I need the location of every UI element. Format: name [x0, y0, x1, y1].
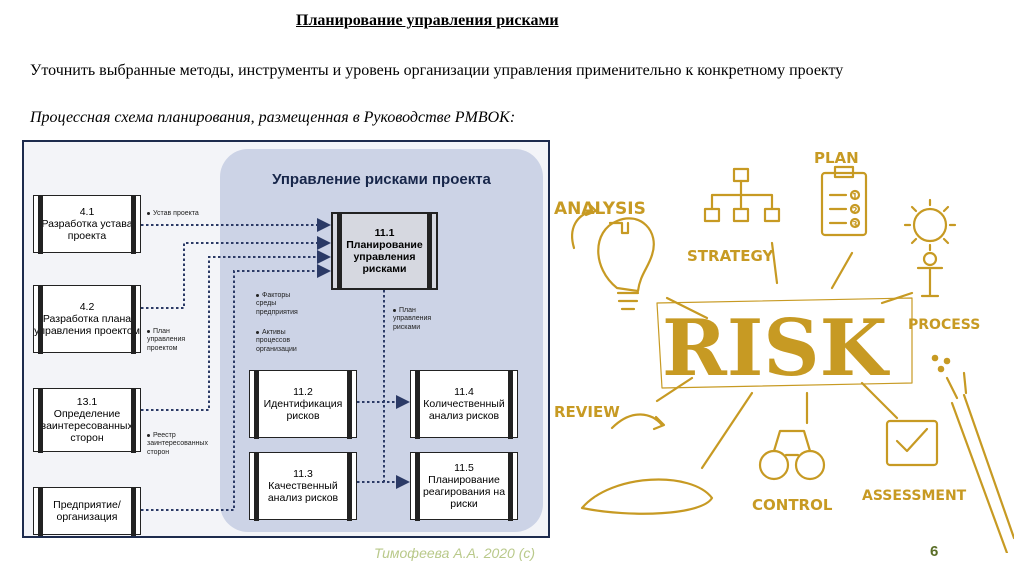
gear-person-icon — [903, 198, 957, 298]
lightbulb-icon — [597, 217, 655, 311]
process-num: 11.5 — [454, 461, 474, 474]
evaluate-swoosh-icon — [580, 478, 714, 515]
flow-label-text: План управления проектом — [147, 328, 186, 352]
process-num: 11.3 — [293, 467, 313, 480]
word-process: PROCESS — [908, 317, 980, 333]
flow-label-text: Активы процессов организации — [256, 329, 297, 353]
risk-illustration: ANALYSIS PLAN STRATEGY RISK PROCESS REVI… — [554, 149, 1014, 553]
area-title: Управление рисками проекта — [272, 171, 491, 188]
input-num: 13.1 — [76, 395, 98, 408]
word-analysis: ANALYSIS — [554, 199, 646, 219]
flow-label-charter: Устав проекта — [147, 210, 217, 218]
process-box-11-2: 11.2 Идентификация рисков — [249, 369, 357, 439]
process-num: 11.2 — [293, 385, 313, 398]
word-review: REVIEW — [554, 403, 620, 421]
word-plan: PLAN — [814, 149, 859, 167]
binoculars-icon — [758, 429, 826, 481]
process-label: Количественный анализ рисков — [423, 397, 505, 423]
pencil-icon — [950, 393, 1014, 553]
input-box-pm-plan: 4.2 Разработка плана управления проектом — [33, 284, 141, 354]
flow-label-text: План управления рисками — [393, 307, 432, 331]
list-number-1: 1 — [852, 192, 858, 201]
arrow-register — [141, 250, 331, 411]
input-label: Определение заинтересованных сторон — [41, 407, 133, 445]
process-box-11-3: 11.3 Качественный анализ рисков — [249, 451, 357, 521]
word-evaluate: EVALUATE — [594, 496, 673, 512]
flow-label-risk-plan: План управления рисками — [393, 307, 443, 332]
flow-label-pm-plan: План управления проектом — [147, 328, 197, 353]
footer-author: Тимофеева А.А. 2020 (с) — [374, 545, 536, 561]
flow-label-text: Реестр заинтересованных сторон — [147, 432, 208, 456]
pmbok-process-diagram: Управление рисками проекта 4.1 Разработк… — [22, 140, 550, 538]
process-label: Планирование реагирования на риски — [422, 473, 506, 511]
flow-label-text: Факторы среды предприятия — [256, 292, 298, 316]
strategy-chart-icon — [703, 167, 781, 223]
page-number: 6 — [930, 543, 939, 560]
flow-label-enterprise: Факторы среды предприятия — [256, 292, 311, 317]
process-label: Качественный анализ рисков — [267, 479, 339, 505]
clipboard-icon — [820, 165, 868, 237]
process-num: 11.4 — [454, 385, 474, 398]
input-box-charter: 4.1 Разработка устава проекта — [33, 194, 141, 254]
input-num: 4.1 — [79, 205, 95, 218]
word-assessment: ASSESSMENT — [862, 488, 967, 504]
word-risk: RISK — [662, 303, 891, 394]
list-number-3: 3 — [852, 220, 858, 229]
process-box-11-1: 11.1 Планирование управления рисками — [331, 212, 438, 290]
flow-arrows — [141, 218, 410, 511]
analysis-arrow-icon — [571, 209, 594, 250]
word-strategy: STRATEGY — [687, 247, 774, 265]
process-label: Планирование управления рисками — [346, 238, 423, 276]
input-label: Разработка устава проекта — [41, 217, 133, 243]
process-num: 11.1 — [374, 226, 395, 239]
slide-title: Планирование управления рисками — [296, 12, 559, 29]
process-label: Идентификация рисков — [263, 397, 343, 423]
slide-subtitle: Уточнить выбранные методы, инструменты и… — [30, 62, 844, 79]
input-box-stakeholders: 13.1 Определение заинтересованных сторон — [33, 387, 141, 453]
arrow-enterprise — [141, 264, 331, 511]
input-num: 4.2 — [79, 300, 95, 313]
list-number-2: 2 — [852, 206, 858, 215]
word-control: CONTROL — [752, 496, 833, 514]
input-label: Разработка плана управления проектом — [34, 312, 140, 338]
review-arrow-icon — [610, 413, 664, 430]
checkbox-icon — [885, 419, 939, 467]
flow-label-text: Устав проекта — [153, 210, 199, 217]
flow-label-assets: Активы процессов организации — [256, 329, 311, 354]
process-box-11-4: 11.4 Количественный анализ рисков — [410, 369, 518, 439]
input-box-enterprise: Предприятие/ организация — [33, 486, 141, 536]
process-box-11-5: 11.5 Планирование реагирования на риски — [410, 451, 518, 521]
arrow-pm-plan — [141, 236, 331, 309]
input-label: Предприятие/ организация — [53, 498, 121, 523]
diagram-caption: Процессная схема планирования, размещенн… — [30, 109, 516, 126]
flow-label-register: Реестр заинтересованных сторон — [147, 432, 208, 457]
